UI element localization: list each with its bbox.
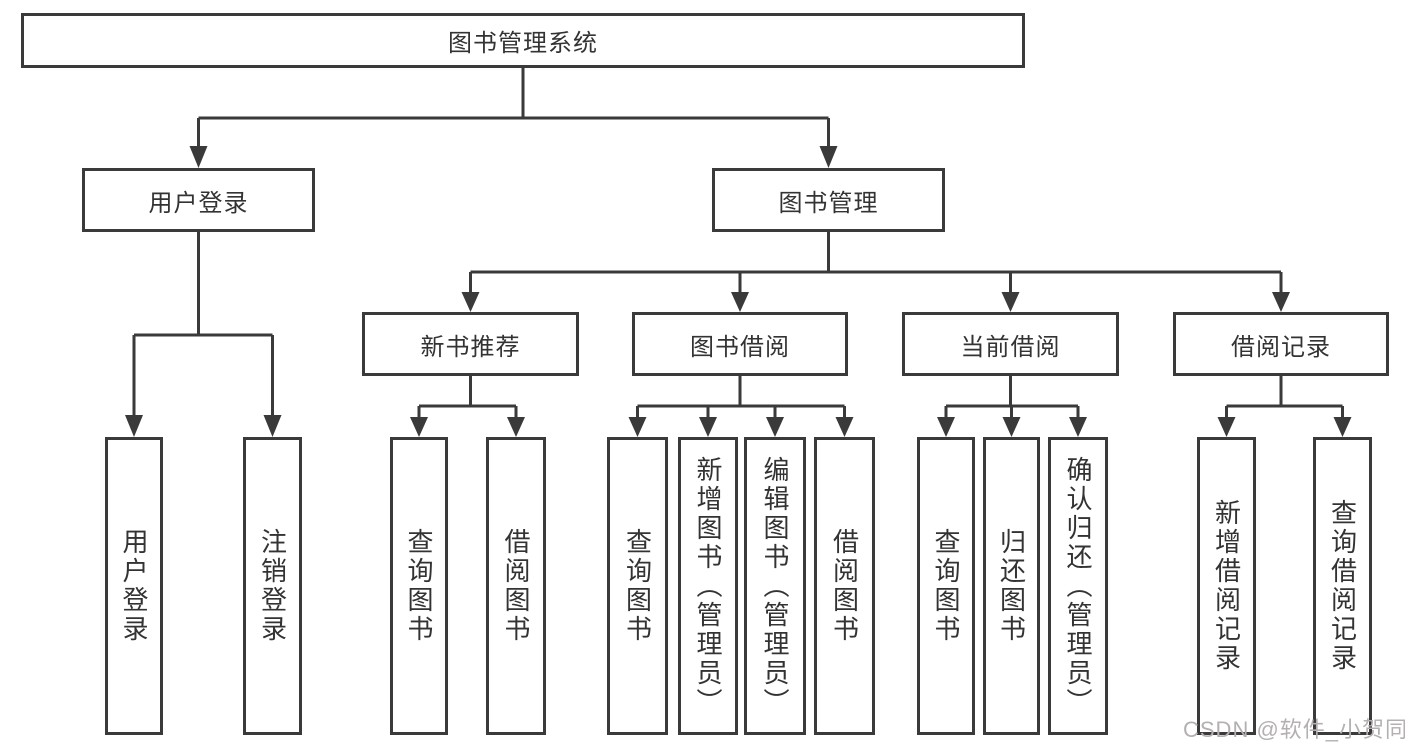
connector-book-mgmt-branch bbox=[461, 232, 1290, 312]
node-book-borrowing: 图书借阅 bbox=[632, 312, 848, 376]
leaf-add-book-admin: 新增图书（管理员） bbox=[678, 437, 738, 735]
leaf-edit-book-admin: 编辑图书（管理员） bbox=[744, 437, 806, 735]
node-root-label: 图书管理系统 bbox=[448, 30, 598, 57]
node-borrowing-records-label: 借阅记录 bbox=[1231, 333, 1331, 361]
leaf-user-login-label: 用户登录 bbox=[119, 528, 149, 644]
leaf-borrow-books-recommend-label: 借阅图书 bbox=[501, 528, 531, 644]
leaf-logout-label: 注销登录 bbox=[257, 528, 288, 644]
csdn-watermark: CSDN @软件_小贺同学 bbox=[1183, 717, 1405, 742]
leaf-confirm-return-admin-label: 确认归还（管理员） bbox=[1063, 455, 1093, 717]
node-new-book-recommend-label: 新书推荐 bbox=[420, 333, 521, 361]
node-root: 图书管理系统 bbox=[21, 13, 1025, 68]
leaf-query-books-borrow-label: 查询图书 bbox=[622, 528, 653, 644]
leaf-borrow-books-label: 借阅图书 bbox=[829, 528, 860, 644]
leaf-query-books-recommend-label: 查询图书 bbox=[404, 528, 434, 644]
leaf-add-borrow-record: 新增借阅记录 bbox=[1197, 437, 1256, 735]
leaf-query-books-current: 查询图书 bbox=[917, 437, 975, 735]
leaf-add-book-admin-label: 新增图书（管理员） bbox=[693, 455, 723, 717]
connector-book-borrow-branch bbox=[628, 376, 854, 437]
leaf-query-books-current-label: 查询图书 bbox=[931, 528, 961, 644]
node-current-borrowing: 当前借阅 bbox=[902, 312, 1119, 376]
leaf-return-books: 归还图书 bbox=[983, 437, 1040, 735]
leaf-borrow-books-recommend: 借阅图书 bbox=[486, 437, 546, 735]
connector-root-branch bbox=[189, 68, 838, 168]
leaf-return-books-label: 归还图书 bbox=[996, 528, 1027, 644]
leaf-query-books-recommend: 查询图书 bbox=[390, 437, 448, 735]
node-book-management: 图书管理 bbox=[712, 168, 945, 232]
leaf-logout: 注销登录 bbox=[243, 437, 302, 735]
leaf-query-books-borrow: 查询图书 bbox=[607, 437, 668, 735]
leaf-confirm-return-admin: 确认归还（管理员） bbox=[1048, 437, 1108, 735]
node-user-login-label: 用户登录 bbox=[148, 189, 249, 217]
node-current-borrowing-label: 当前借阅 bbox=[960, 333, 1061, 361]
node-new-book-recommend: 新书推荐 bbox=[362, 312, 579, 376]
leaf-user-login: 用户登录 bbox=[105, 437, 163, 735]
leaf-borrow-books: 借阅图书 bbox=[814, 437, 875, 735]
connector-current-borrow-branch bbox=[937, 376, 1087, 437]
leaf-edit-book-admin-label: 编辑图书（管理员） bbox=[760, 455, 790, 717]
connector-new-book-branch bbox=[410, 376, 525, 437]
node-book-borrowing-label: 图书借阅 bbox=[690, 333, 790, 361]
leaf-query-borrow-record-label: 查询借阅记录 bbox=[1327, 499, 1358, 673]
leaf-add-borrow-record-label: 新增借阅记录 bbox=[1211, 499, 1242, 673]
connector-borrow-record-branch bbox=[1217, 376, 1352, 437]
node-book-management-label: 图书管理 bbox=[778, 189, 879, 217]
node-user-login: 用户登录 bbox=[82, 168, 315, 232]
connector-user-login-branch bbox=[125, 232, 282, 437]
leaf-query-borrow-record: 查询借阅记录 bbox=[1313, 437, 1372, 735]
node-borrowing-records: 借阅记录 bbox=[1173, 312, 1389, 376]
